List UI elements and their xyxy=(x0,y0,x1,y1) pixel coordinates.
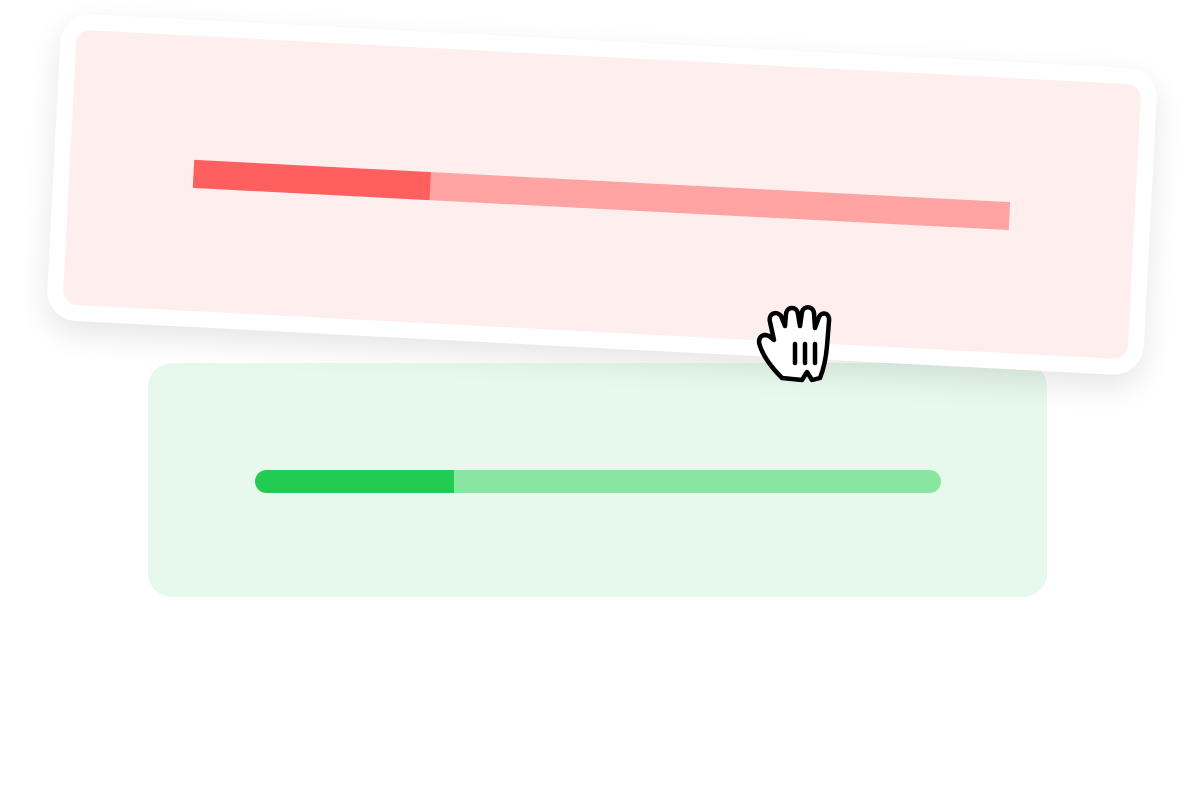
green-progress-fill xyxy=(255,470,454,493)
grab-hand-icon xyxy=(756,305,832,383)
red-progress-card-dragged[interactable] xyxy=(45,12,1159,377)
green-progress-bar[interactable] xyxy=(255,470,941,493)
green-progress-card xyxy=(148,363,1047,597)
red-progress-fill xyxy=(192,159,431,201)
red-progress-bar[interactable] xyxy=(192,159,1011,231)
